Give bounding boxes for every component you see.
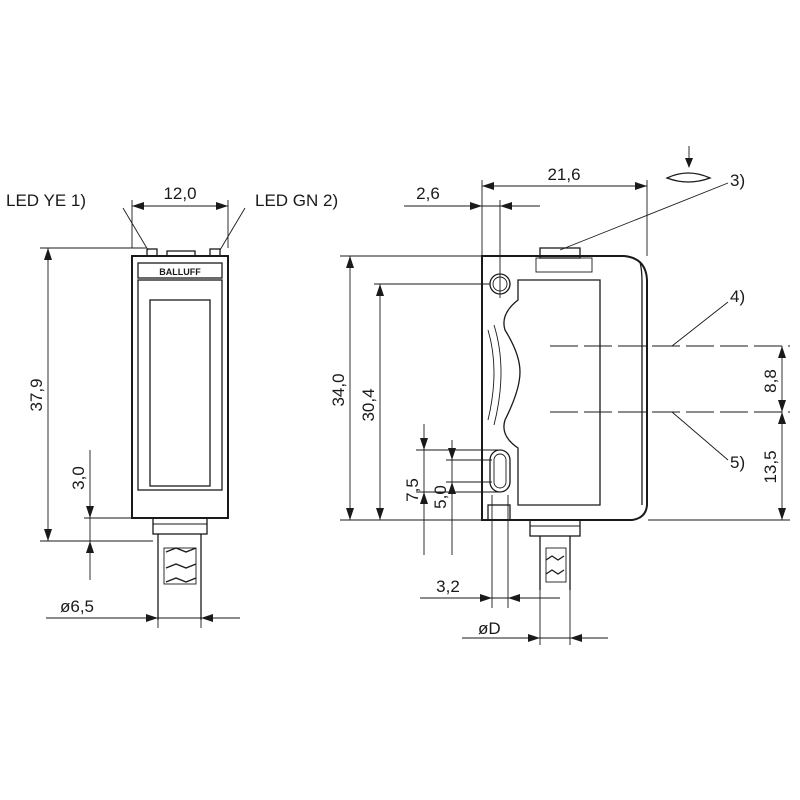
led-ye-label: LED YE 1) [6,191,86,210]
dim-beam-height: 13,5 [761,450,780,483]
rotary-symbol [665,172,712,183]
note-4: 4) [730,287,745,306]
dim-slot-width: 5,0 [431,485,450,509]
front-window-outer [137,279,223,491]
dim-side-depth: 21,6 [547,165,580,184]
side-view: 2,6 21,6 34,0 30,4 7,5 5,0 [329,146,790,645]
top-key [166,250,196,257]
front-housing [131,255,229,519]
lens-face [503,279,601,506]
dim-front-width: 12,0 [163,184,196,203]
note-5: 5) [730,453,745,472]
led-ye [146,248,158,257]
dim-dia-d: øD [478,619,501,638]
dim-side-offset: 2,6 [416,184,440,203]
side-connector-flange [529,519,581,537]
mount-slot [489,449,511,493]
dim-hole-spacing: 30,4 [359,388,378,421]
front-view: BALLUFF 12,0 LED YE 1) LED GN 2) 37,9 [6,184,338,628]
led-gn [209,248,221,257]
dim-slot-length: 7,5 [403,478,422,502]
cable-break [165,547,197,583]
dim-front-connector: 3,0 [69,466,88,490]
front-connector-flange [152,517,208,535]
brand-logo: BALLUFF [159,267,201,277]
side-housing [481,255,648,521]
brand-plate [137,262,223,279]
dim-cable-dia: ø6,5 [60,597,94,616]
front-window-inner [149,299,211,487]
dim-side-height: 34,0 [329,373,348,406]
dim-hole-offset: 3,2 [436,577,460,596]
dim-beam-spacing: 8,8 [761,369,780,393]
dim-front-height: 37,9 [27,378,46,411]
note-3: 3) [730,171,745,190]
led-gn-label: LED GN 2) [255,191,338,210]
